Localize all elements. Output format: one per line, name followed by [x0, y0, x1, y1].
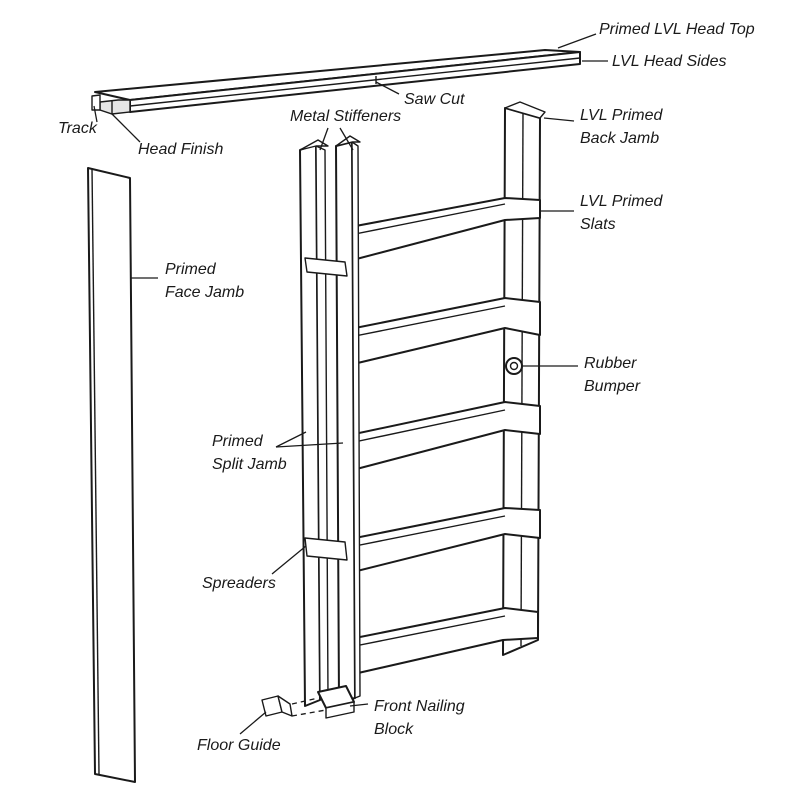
stiffener-right: [351, 141, 361, 699]
leader-front-nailing-block: [349, 703, 369, 707]
face-jamb-edge: [91, 167, 100, 775]
back-jamb-post: [502, 101, 546, 656]
label-front-nailing-block-line-1: Front Nailing: [374, 698, 465, 715]
leader-split-jamb-left: [275, 431, 307, 448]
label-saw-cut: Saw Cut: [404, 91, 465, 108]
label-rubber-bumper-line-1: Rubber: [584, 355, 637, 372]
floor-guide-dash-lower: [291, 709, 327, 717]
leader-split-jamb-right: [275, 442, 344, 448]
split-jamb-top-left: [299, 139, 329, 151]
label-rubber-bumper: Rubber Bumper: [584, 352, 640, 398]
label-floor-guide: Floor Guide: [197, 737, 281, 754]
label-head-finish: Head Finish: [138, 141, 224, 158]
front-nailing-block: [317, 685, 355, 719]
track-end: [91, 94, 101, 111]
label-lvl-primed-slats-line-2: Slats: [580, 216, 616, 233]
leader-head-finish: [111, 113, 141, 143]
split-jamb-assembly: [299, 135, 361, 707]
leader-floor-guide: [239, 711, 267, 735]
slat-5-edge: [344, 615, 506, 649]
label-lvl-primed-back-jamb-line-1: LVL Primed: [580, 107, 663, 124]
floor-guide: [261, 695, 327, 717]
label-spreaders: Spreaders: [202, 575, 276, 592]
head-end-face: [99, 99, 131, 115]
spreader-top: [304, 257, 348, 277]
label-rubber-bumper-line-2: Bumper: [584, 378, 641, 395]
back-jamb-top: [504, 101, 546, 119]
slats: [344, 197, 541, 677]
face-jamb-front: [87, 167, 136, 783]
label-primed-lvl-head-top: Primed LVL Head Top: [599, 21, 755, 38]
slat-3-edge: [344, 409, 506, 445]
label-primed-split-jamb: Primed Split Jamb: [212, 430, 287, 476]
label-lvl-primed-back-jamb: LVL Primed Back Jamb: [580, 104, 662, 150]
leader-saw-cut: [375, 81, 400, 95]
leader-spreaders: [271, 545, 307, 575]
label-primed-face-jamb-line-1: Primed: [165, 261, 216, 278]
nailing-block-side: [325, 701, 355, 719]
leader-metal-stiffeners-right: [339, 127, 354, 151]
label-track: Track: [58, 120, 97, 137]
label-front-nailing-block-line-2: Block: [374, 721, 414, 738]
leader-lines: [93, 33, 608, 735]
slat-4-edge: [344, 515, 506, 549]
leader-metal-stiffeners-left: [319, 127, 329, 151]
face-jamb-board: [87, 167, 136, 783]
label-primed-face-jamb-line-2: Face Jamb: [165, 284, 245, 301]
label-primed-split-jamb-line-1: Primed: [212, 433, 263, 450]
label-front-nailing-block: Front Nailing Block: [374, 695, 465, 741]
leader-primed-lvl-head-top: [557, 33, 597, 49]
head-groove-line: [129, 57, 581, 107]
label-primed-split-jamb-line-2: Split Jamb: [212, 456, 287, 473]
head-top-board: [94, 49, 581, 101]
bumper-inner: [509, 361, 519, 371]
spreader-bottom: [304, 537, 348, 561]
label-lvl-primed-back-jamb-line-2: Back Jamb: [580, 130, 660, 147]
label-lvl-primed-slats: LVL Primed Slats: [580, 190, 662, 236]
label-lvl-head-sides: LVL Head Sides: [612, 53, 727, 70]
label-metal-stiffeners: Metal Stiffeners: [290, 108, 402, 125]
label-primed-face-jamb: Primed Face Jamb: [165, 258, 244, 304]
leader-track: [93, 105, 98, 123]
floor-guide-dash-upper: [291, 697, 319, 705]
label-lvl-primed-slats-line-1: LVL Primed: [580, 193, 663, 210]
leader-back-jamb: [543, 117, 575, 122]
spreaders: [304, 257, 348, 561]
rubber-bumper: [505, 357, 523, 375]
slat-1-edge: [344, 203, 506, 237]
header-assembly: [91, 49, 581, 115]
slat-2-edge: [344, 305, 506, 339]
